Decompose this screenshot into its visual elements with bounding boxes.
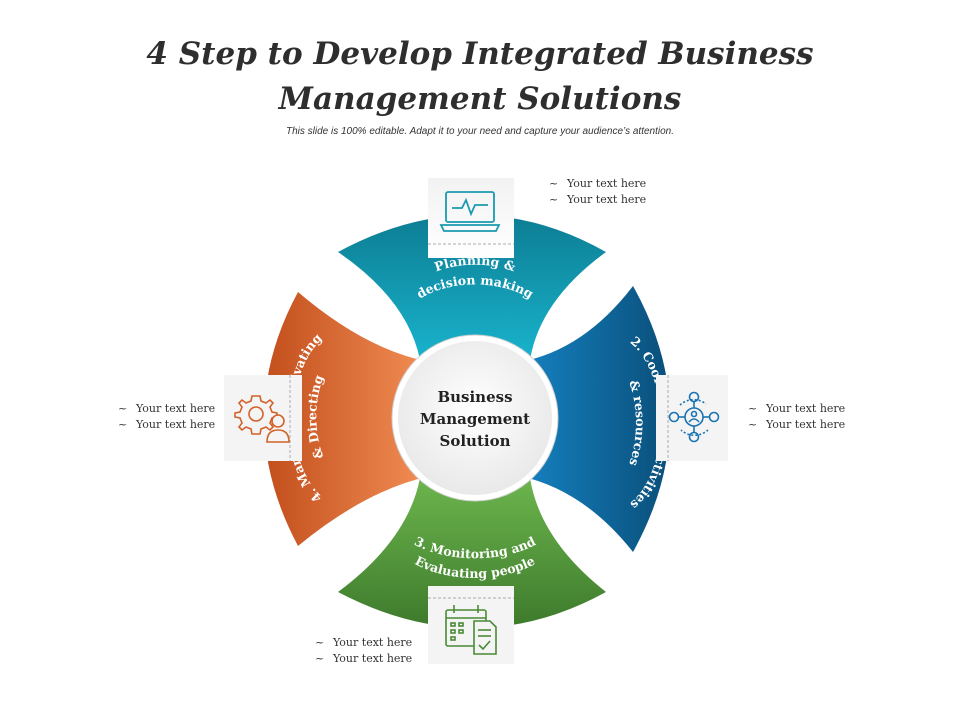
petal-left xyxy=(264,292,430,546)
petal-top xyxy=(338,215,606,360)
bullet-item: ~Your text here xyxy=(748,402,846,415)
icon-box-top xyxy=(428,178,514,258)
bullets-bottom: ~Your text here ~Your text here xyxy=(315,635,412,667)
bullet-item: ~Your text here xyxy=(118,418,216,431)
petal-right-label-2: & resources xyxy=(626,378,648,468)
bullet-item: ~Your text here xyxy=(549,177,647,190)
center-circle xyxy=(392,335,558,501)
bullet-item: ~Your text here xyxy=(315,636,413,649)
petal-bottom xyxy=(338,478,606,628)
center-label-line-3: Solution xyxy=(440,432,511,450)
page-title-line-1: 4 Step to Develop Integrated Business xyxy=(146,36,814,72)
bullet-item: ~Your text here xyxy=(549,193,647,206)
center-label-line-2: Management xyxy=(420,410,530,428)
petal-right xyxy=(520,286,670,552)
laptop-monitor-icon xyxy=(439,191,501,232)
bullets-top: ~Your text here ~Your text here xyxy=(549,176,646,208)
bullet-item: ~Your text here xyxy=(315,652,413,665)
bullet-item: ~Your text here xyxy=(748,418,846,431)
center-label-line-1: Business xyxy=(437,388,512,406)
gear-person-icon xyxy=(234,395,290,443)
page-title-line-2: Management Solutions xyxy=(278,81,682,117)
icon-box-right xyxy=(656,375,728,461)
network-people-icon xyxy=(668,391,720,443)
page-subtitle: This slide is 100% editable. Adapt it to… xyxy=(285,126,675,137)
icon-box-left xyxy=(224,375,302,461)
bullet-item: ~Your text here xyxy=(118,402,216,415)
bullets-right: ~Your text here ~Your text here xyxy=(748,401,845,433)
calendar-document-icon xyxy=(445,605,497,655)
bullets-left: ~Your text here ~Your text here xyxy=(118,401,215,433)
icon-box-bottom xyxy=(428,586,514,664)
petal-top-label-1: Planning & xyxy=(432,253,518,275)
petal-left-label-2: & Directing xyxy=(304,373,326,461)
